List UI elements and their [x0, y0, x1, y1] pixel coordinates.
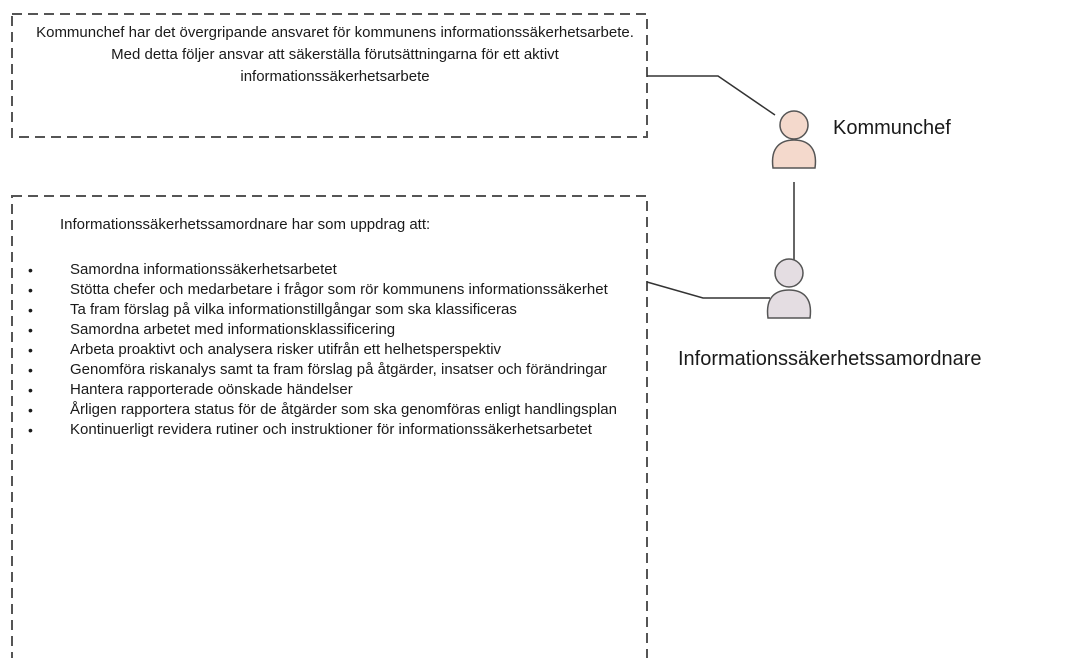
bullet-icon: •: [28, 322, 33, 338]
list-item: • Ta fram förslag på vilka informationsti…: [25, 300, 645, 320]
task-text: Stötta chefer och medarbetare i frågor s…: [70, 281, 608, 298]
list-item: • Genomföra riskanalys samt ta fram försl…: [25, 360, 645, 380]
samordnare-tasks-title: Informationssäkerhetssamordnare har som …: [60, 216, 431, 233]
kommunchef-responsibility-text: Kommunchef har det övergripande ansvaret…: [36, 24, 634, 85]
task-text: Genomföra riskanalys samt ta fram försla…: [70, 361, 607, 378]
list-item: • Hantera rapporterade oönskade händelser: [25, 380, 645, 400]
task-text: Kontinuerligt revidera rutiner och instr…: [70, 421, 592, 438]
bullet-icon: •: [28, 382, 33, 398]
task-text: Samordna arbetet med informationsklassif…: [70, 321, 396, 338]
samordnare-tasks-list: • Samordna informationssäkerhetsarbetet •…: [25, 260, 645, 440]
task-text: Hantera rapporterade oönskade händelser: [70, 381, 353, 398]
list-item: • Kontinuerligt revidera rutiner och inst…: [25, 420, 645, 440]
connector-kommunchef: [647, 75, 776, 116]
task-text: Samordna informationssäkerhetsarbetet: [70, 261, 337, 278]
role-label-samordnare: Informationssäkerhetssamordnare: [678, 348, 982, 370]
bullet-icon: •: [28, 422, 33, 438]
bullet-icon: •: [28, 342, 33, 358]
list-item: • Årligen rapportera status för de åtgärd…: [25, 400, 645, 420]
role-label-kommunchef: Kommunchef: [833, 117, 951, 139]
list-item: • Arbeta proaktivt och analysera risker u…: [25, 340, 645, 360]
bullet-icon: •: [28, 302, 33, 318]
task-text: Ta fram förslag på vilka informationstil…: [70, 301, 517, 318]
list-item: • Stötta chefer och medarbetare i frågor …: [25, 280, 645, 300]
bullet-icon: •: [28, 362, 33, 378]
list-item: • Samordna informationssäkerhetsarbetet: [25, 260, 645, 280]
list-item: • Samordna arbetet med informationsklassi…: [25, 320, 645, 340]
person-icon: [766, 258, 812, 319]
bullet-icon: •: [28, 282, 33, 298]
task-text: Arbeta proaktivt och analysera risker ut…: [70, 341, 502, 358]
samordnare-tasks-box: [11, 195, 648, 658]
connector-samordnare: [646, 281, 770, 299]
person-icon: [771, 110, 817, 169]
bullet-icon: •: [28, 402, 33, 418]
task-text: Årligen rapportera status för de åtgärde…: [70, 401, 617, 418]
bullet-icon: •: [28, 262, 33, 278]
